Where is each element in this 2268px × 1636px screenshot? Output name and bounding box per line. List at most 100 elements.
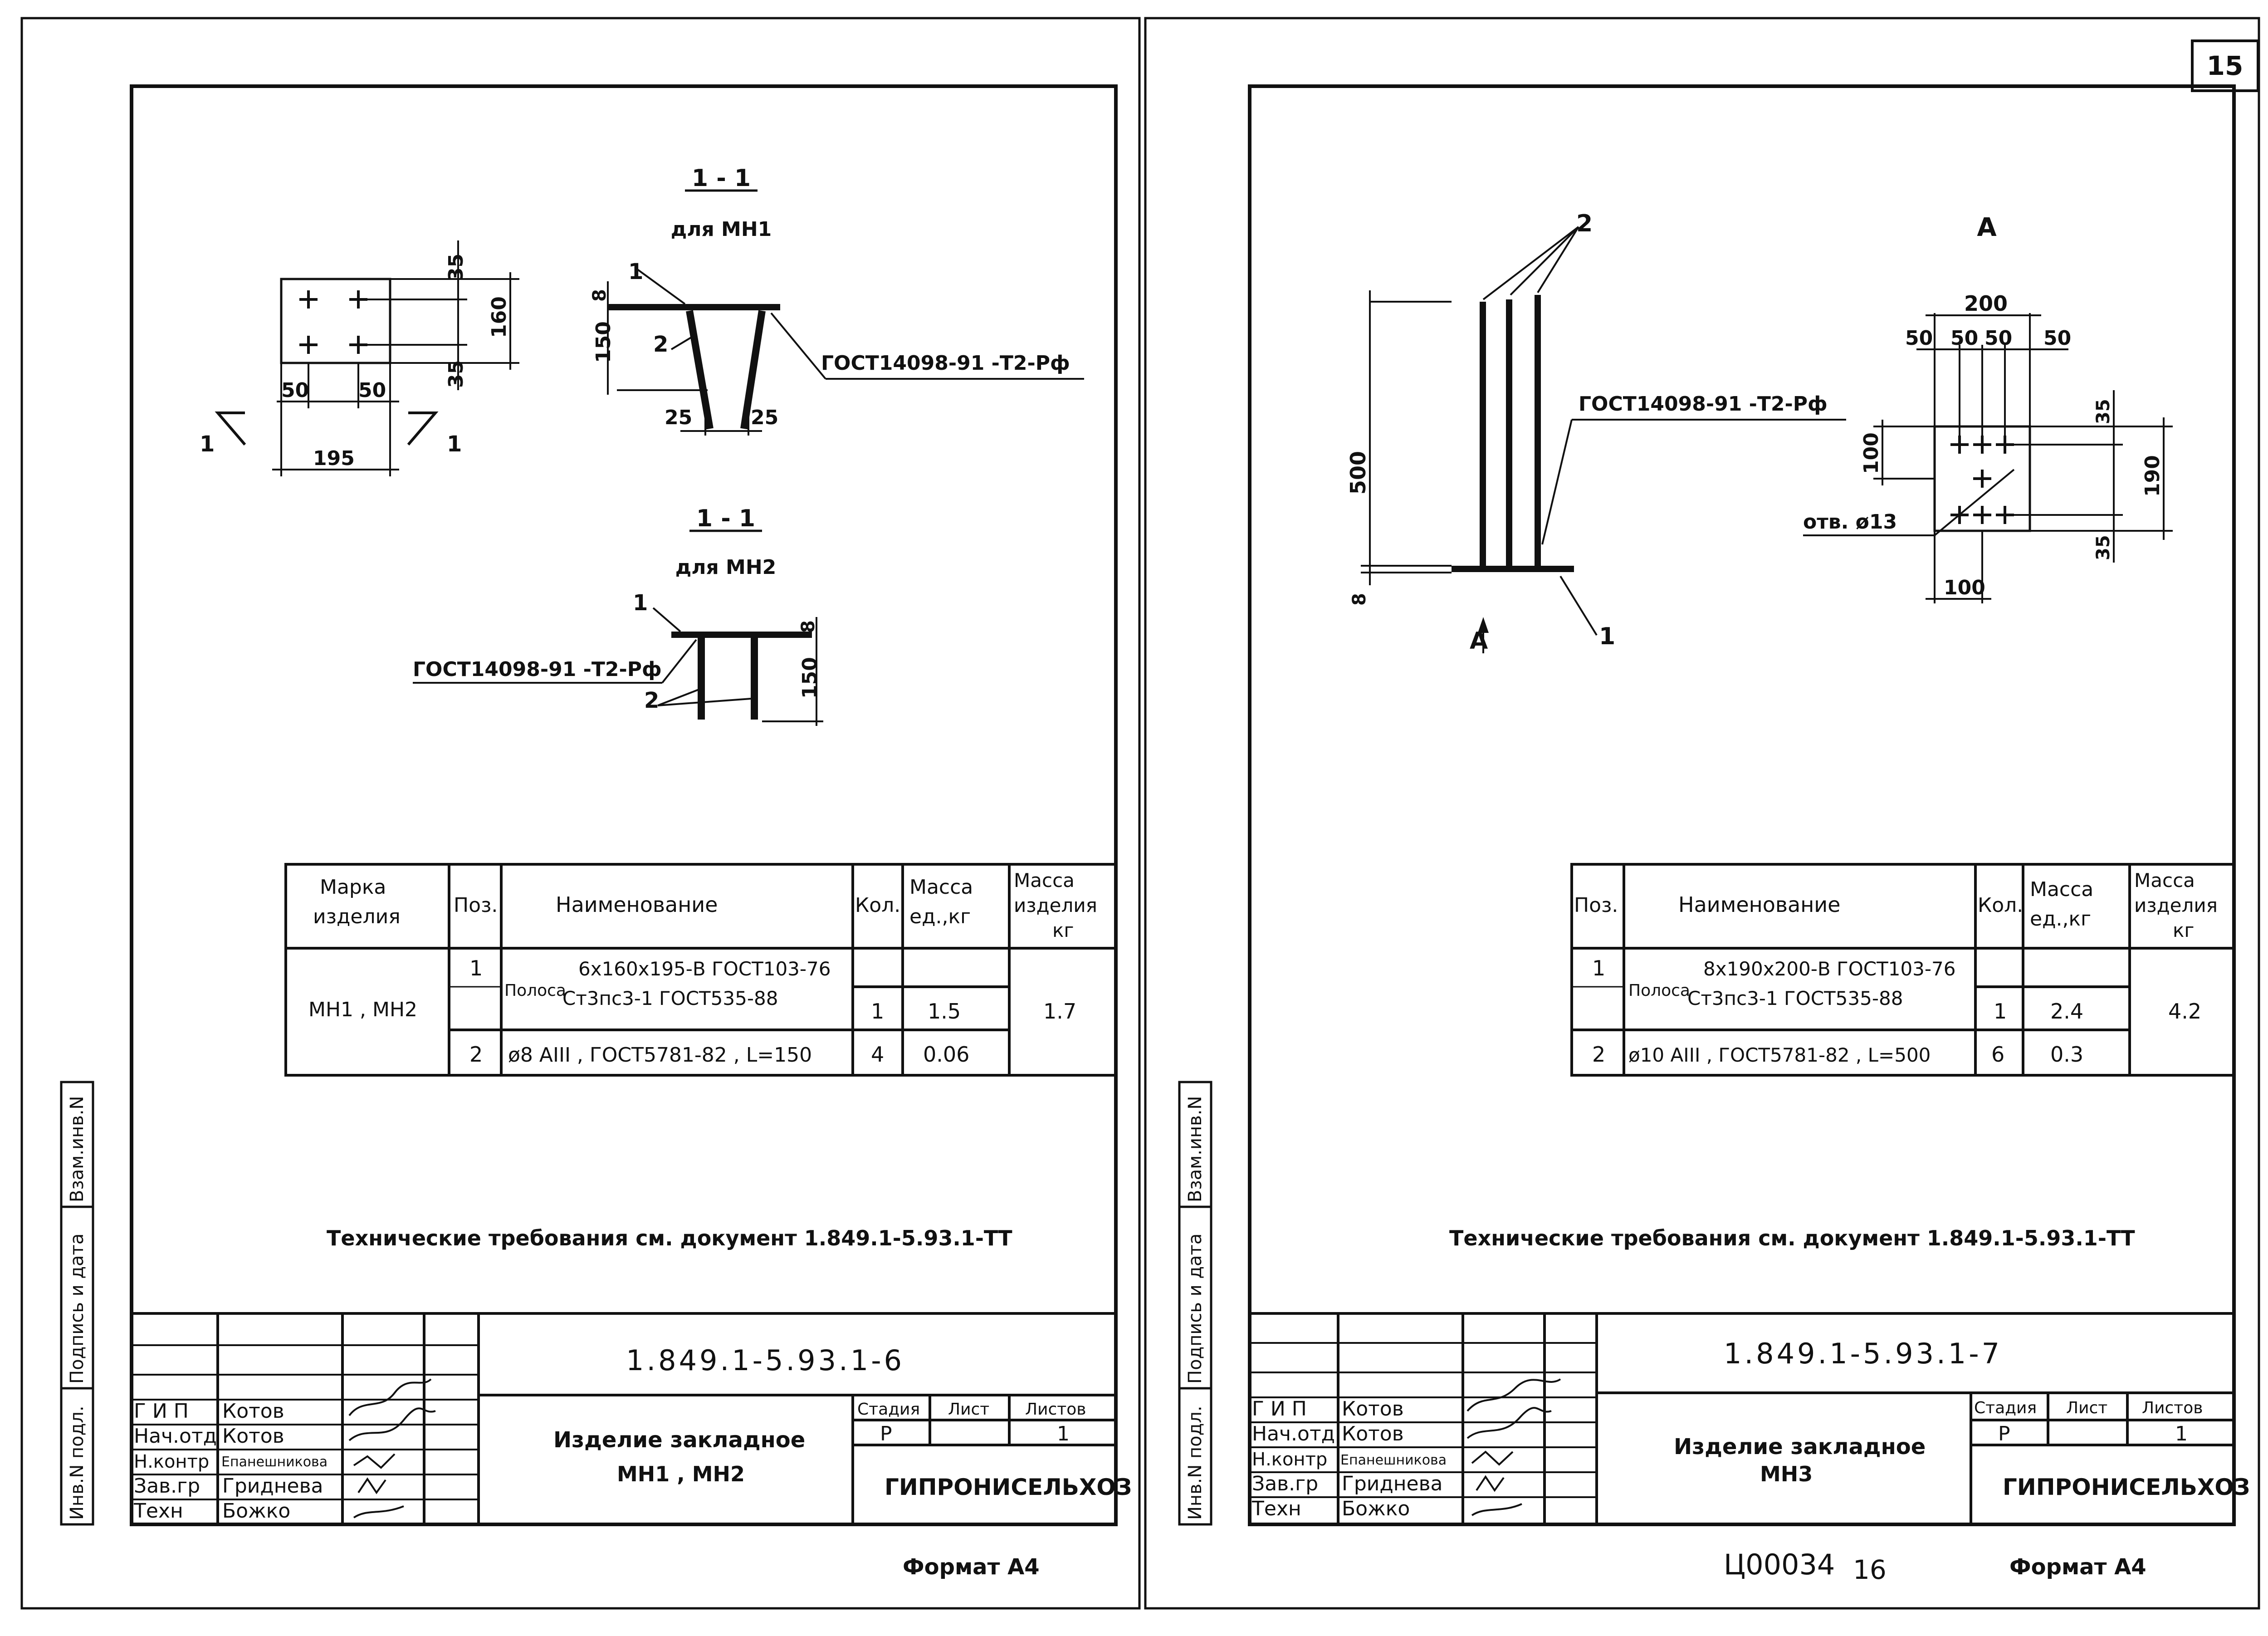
left-col-sheets: Листов (1025, 1400, 1086, 1419)
right-sheets: 1 (2175, 1422, 2188, 1445)
mh1-pos1: 1 (628, 259, 643, 284)
td-row2-mass: 0.06 (923, 1042, 969, 1067)
elev-pos2: 2 (1576, 210, 1593, 237)
th-qty: Кол. (855, 894, 900, 917)
th-mass-unit-2: ед.,кг (2030, 907, 2091, 931)
td-row2-name: ø8 AIII , ГОСТ5781-82 , L=150 (508, 1043, 812, 1067)
mh1-weld-note: ГОСТ14098-91 -Т2-Рф (821, 352, 1070, 375)
elev-pos1: 1 (1599, 623, 1615, 650)
elevation-mh3: 2 1 500 8 А ГОСТ14098-91 -Т2-Рф (1346, 210, 1846, 655)
right-spec-table: Поз. Наименование Кол. Масса ед.,кг Масс… (1570, 863, 2235, 1077)
mh1-dim-25a: 25 (665, 406, 692, 429)
left-col-stage: Стадия (857, 1400, 920, 1419)
left-org: ГИПРОНИСЕЛЬХОЗ (885, 1474, 1132, 1500)
td-prefix: Полоса (1628, 981, 1690, 1000)
td-pos2: 2 (469, 1042, 483, 1067)
dim-35-bottom: 35 (445, 360, 468, 388)
left-role-0: Г И П (134, 1400, 189, 1423)
td-row1-line1: 6x160x195-В ГОСТ103-76 (578, 958, 831, 980)
plus-marks (1950, 436, 2014, 524)
td-prefix: Полоса (504, 981, 566, 1000)
right-col-sheets: Листов (2142, 1399, 2203, 1417)
dim-50-left: 50 (281, 379, 309, 402)
right-role-1: Нач.отд (1252, 1422, 1335, 1445)
left-name-3: Гриднева (222, 1474, 323, 1498)
right-name-1: Котов (1342, 1422, 1404, 1445)
a-dim-100b: 100 (1944, 576, 1985, 599)
td-row1-mass: 2.4 (2050, 999, 2083, 1024)
a-hole-note: отв. ø13 (1803, 510, 1897, 534)
right-tech-req: Технические требования см. документ 1.84… (1449, 1226, 2135, 1250)
right-role-3: Зав.гр (1252, 1472, 1318, 1495)
left-product-name-1: Изделие закладное (553, 1427, 805, 1453)
td-row1-mass: 1.5 (928, 999, 961, 1024)
dim-195: 195 (313, 447, 355, 470)
th-pos: Поз. (1574, 894, 1618, 917)
right-name-2: Епанешникова (1340, 1452, 1447, 1468)
left-name-2: Епанешникова (221, 1454, 327, 1470)
right-product-name-2: МН3 (1760, 1462, 1813, 1486)
td-total-mass: 4.2 (2168, 999, 2201, 1024)
side-stamp-right: Инв.N подл. Подпись и дата Взам.инв.N (1178, 1081, 1212, 1526)
td-pos1: 1 (1592, 956, 1605, 980)
page-number-box: 15 (2191, 39, 2259, 92)
th-mass-total-3: кг (2173, 919, 2194, 941)
right-doc-number: 1.849.1-5.93.1-7 (1724, 1337, 2002, 1370)
mh2-pos2: 2 (644, 688, 659, 713)
th-mass-total-1: Масса (1014, 869, 1075, 891)
th-mass-total-3: кг (1052, 919, 1074, 941)
a-dim-50a: 50 (1905, 327, 1933, 350)
mh2-pos1: 1 (633, 590, 648, 616)
mh1-dim-150: 150 (592, 321, 615, 363)
outer-frames (20, 17, 2260, 1610)
right-inventory-sheet: 16 (1853, 1554, 1887, 1585)
mh2-dim-8: 8 (798, 620, 819, 633)
mh1-pos2: 2 (653, 332, 668, 357)
th-mass-unit-2: ед.,кг (909, 905, 971, 928)
td-row1-line1: 8x190x200-В ГОСТ103-76 (1703, 958, 1956, 980)
left-spec-table: Марка изделия Поз. Наименование Кол. Мас… (284, 863, 1117, 1077)
dim-35-top: 35 (445, 254, 468, 281)
th-mass-total-2: изделия (2134, 894, 2218, 916)
dim-160: 160 (488, 296, 511, 338)
td-row2-qty: 4 (871, 1042, 884, 1067)
right-name-3: Гриднева (1342, 1472, 1443, 1495)
stamp-vzam-inv: Взам.инв.N (1185, 1096, 1206, 1202)
mh2-dim-150: 150 (798, 657, 821, 699)
td-row2-name: ø10 AIII , ГОСТ5781-82 , L=500 (1628, 1044, 1931, 1066)
right-col-sheet: Лист (2066, 1399, 2107, 1417)
td-row2-qty: 6 (1991, 1042, 2004, 1067)
a-dim-50c: 50 (1984, 327, 2012, 350)
a-dim-200: 200 (1964, 291, 2008, 316)
th-name: Наименование (1678, 892, 1840, 917)
signature-marks (1466, 1378, 1561, 1516)
view-a-label: А (1977, 213, 1997, 242)
td-row2-mass: 0.3 (2050, 1042, 2083, 1067)
page-number: 15 (2207, 50, 2244, 81)
elev-dim-8: 8 (1349, 593, 1370, 606)
right-format: Формат А4 (2009, 1554, 2146, 1580)
side-stamp-left: Инв.N подл. Подпись и дата Взам.инв.N (60, 1081, 94, 1526)
left-col-sheet: Лист (948, 1400, 989, 1419)
td-row1-qty: 1 (871, 999, 884, 1024)
stamp-inv-podl: Инв.N подл. (67, 1406, 88, 1520)
a-dim-190: 190 (2141, 455, 2164, 497)
elev-arrow-label: А (1470, 627, 1488, 655)
right-role-2: Н.контр (1252, 1449, 1327, 1470)
left-product-name-2: МН1 , МН2 (617, 1462, 745, 1486)
td-mark: МН1 , МН2 (308, 998, 417, 1021)
td-row1-line2: Ст3пс3-1 ГОСТ535-88 (1687, 987, 1903, 1009)
a-dim-50d: 50 (2043, 327, 2071, 350)
th-mass-total-2: изделия (1014, 894, 1097, 916)
left-doc-number: 1.849.1-5.93.1-6 (626, 1344, 904, 1377)
th-qty: Кол. (1978, 894, 2023, 917)
th-pos: Поз. (454, 894, 498, 917)
td-pos1: 1 (469, 956, 483, 980)
section-mh1-subtitle: для МН1 (671, 218, 772, 241)
th-mark-1: Марка (320, 876, 386, 899)
th-mass-unit-1: Масса (2030, 878, 2093, 901)
left-title-block: 1.849.1-5.93.1-6 Изделие закладное МН1 ,… (132, 1312, 1132, 1580)
right-stage: Р (1998, 1422, 2010, 1445)
td-row1-line2: Ст3пс3-1 ГОСТ535-88 (562, 987, 778, 1009)
left-sheets: 1 (1057, 1422, 1070, 1445)
